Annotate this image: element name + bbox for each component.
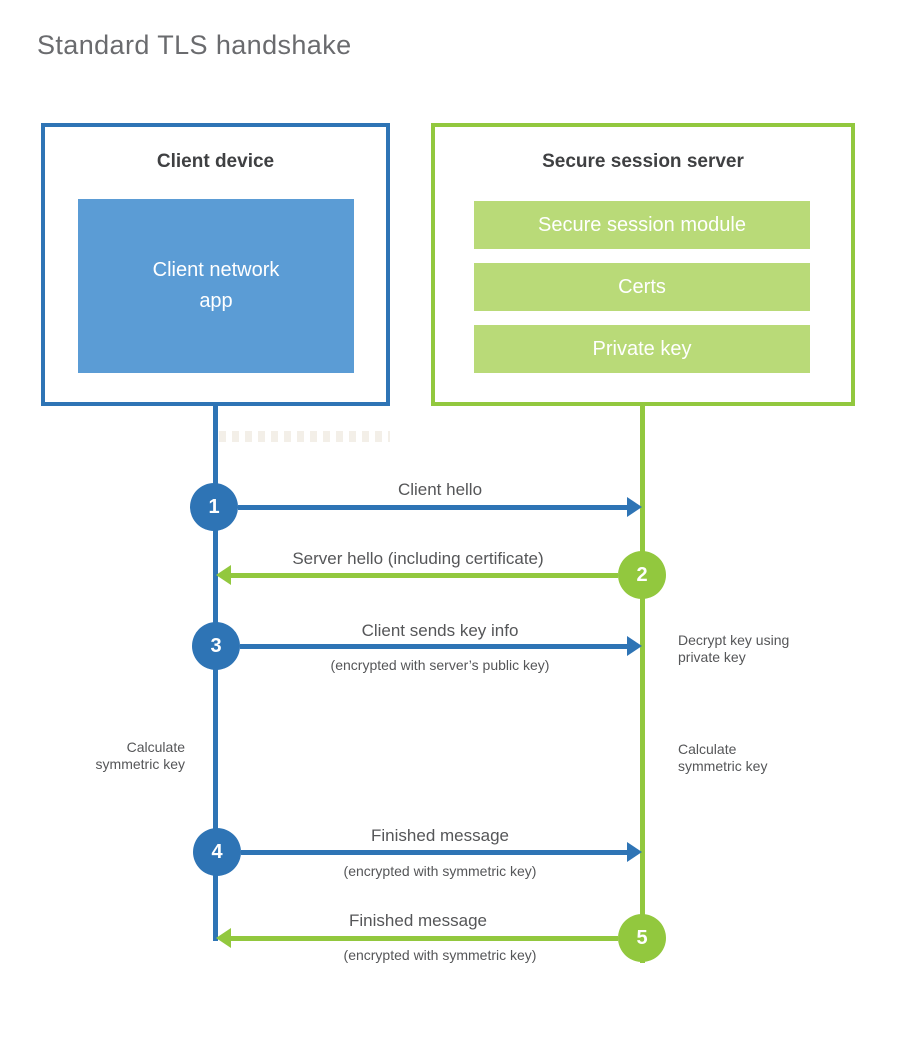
message-label-server-hello: Server hello (including certificate) [292,549,544,568]
arrow-head-right-icon [627,497,642,517]
step-number-1: 1 [208,495,220,518]
arrow-head-left-icon [216,565,231,585]
server-modules: Secure session module Certs Private key [474,201,810,387]
message-sublabel-finished-server: (encrypted with symmetric key) [343,947,537,963]
arrow-finished-client [241,842,642,862]
client-lifeline [213,406,218,941]
secure-session-server-box: Secure session server Secure session mod… [431,123,855,406]
server-module-secure-session: Secure session module [474,201,810,249]
step-number-4: 4 [211,840,223,863]
message-label-finished-server: Finished message [349,911,487,930]
arrow-head-right-icon [627,842,642,862]
step-circle-3: 3 [192,622,240,670]
message-label-client-hello: Client hello [397,480,483,499]
step-number-3: 3 [210,634,222,657]
arrow-shaft [240,643,627,649]
note-decrypt-key: Decrypt key using private key [678,632,790,665]
arrow-key-info [240,636,642,656]
step-circle-4: 4 [193,828,241,876]
message-label-finished-client: Finished message [371,826,509,845]
note-calc-symmetric-right: Calculate symmetric key [678,741,768,774]
arrow-shaft [238,504,627,510]
page-title: Standard TLS handshake [37,30,352,60]
server-lifeline [640,406,645,963]
client-device-box: Client device Client network app [41,123,390,406]
arrow-finished-server [216,928,618,948]
step-circle-5: 5 [618,914,666,962]
arrow-shaft [241,849,627,855]
step-number-2: 2 [636,563,648,586]
client-network-app-box: Client network app [78,199,354,373]
arrow-client-hello [238,497,642,517]
message-label-key-info: Client sends key info [361,621,519,640]
server-module-private-key: Private key [474,325,810,373]
message-sublabel-key-info: (encrypted with server’s public key) [330,657,550,673]
arrow-head-left-icon [216,928,231,948]
step-circle-2: 2 [618,551,666,599]
arrow-shaft [231,935,618,941]
client-device-title: Client device [156,151,275,172]
server-module-certs: Certs [474,263,810,311]
arrow-shaft [231,572,618,578]
step-circle-1: 1 [190,483,238,531]
step-number-5: 5 [636,926,648,949]
message-sublabel-finished-client: (encrypted with symmetric key) [343,863,537,879]
faint-dashes-artifact [219,431,390,442]
secure-session-server-title: Secure session server [542,151,744,172]
note-calc-symmetric-left: Calculate symmetric key [95,739,185,772]
arrow-head-right-icon [627,636,642,656]
arrow-server-hello [216,565,618,585]
